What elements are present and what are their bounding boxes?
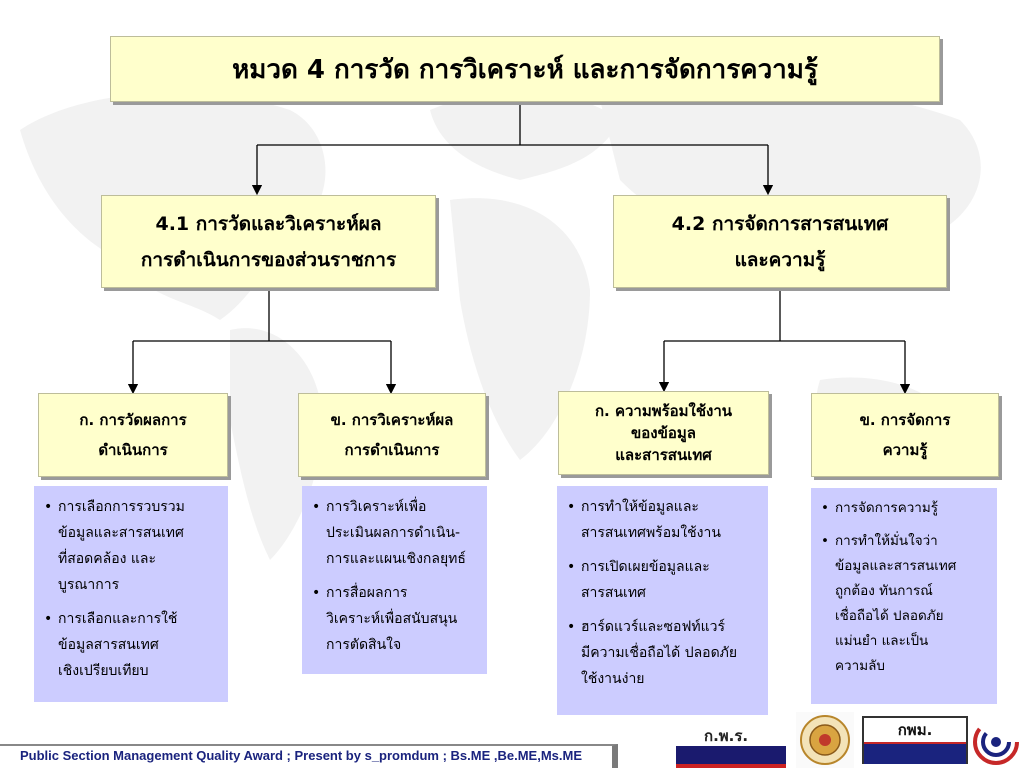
node-4-1-kha: ข. การวิเคราะห์ผล การดำเนินการ (298, 393, 486, 477)
kpr-logo-bar (676, 746, 786, 764)
kpr-logo-stripe (676, 764, 786, 768)
detail-item: การจัดการความรู้ (821, 496, 987, 521)
node-4-1-line-2: การดำเนินการของส่วนราชการ (140, 248, 397, 271)
kpb-logo-bar (864, 742, 966, 764)
detail-item: การเลือกและการใช้ ข้อมูลสารสนเทศ เชิงเปร… (44, 606, 218, 684)
kpb-logo: กพม. (862, 716, 968, 764)
node-4-1-line-1: 4.1 การวัดและวิเคราะห์ผล (155, 212, 382, 235)
detail-item: การทำให้ข้อมูลและ สารสนเทศพร้อมใช้งาน (567, 494, 758, 546)
title-text: หมวด 4 การวัด การวิเคราะห์ และการจัดการค… (232, 54, 818, 85)
detail-item: การสื่อผลการ วิเคราะห์เพื่อสนับสนุน การต… (312, 580, 477, 658)
node-4-2-ka: ก. ความพร้อมใช้งาน ของข้อมูล และสารสนเทศ (558, 391, 769, 475)
detail-box-4-2-kha: การจัดการความรู้ การทำให้มั่นใจว่า ข้อมู… (811, 488, 997, 704)
node-4-2-ka-line-1: ก. ความพร้อมใช้งาน (594, 402, 733, 420)
detail-item: ฮาร์ดแวร์และซอฟท์แวร์ มีความเชื่อถือได้ … (567, 614, 758, 692)
node-4-2-line-2: และความรู้ (734, 248, 826, 271)
kpb-logo-text: กพม. (897, 721, 933, 739)
detail-box-4-1-ka: การเลือกการรวบรวม ข้อมูลและสารสนเทศ ที่ส… (34, 486, 228, 702)
detail-box-4-1-kha: การวิเคราะห์เพื่อ ประเมินผลการดำเนิน- กา… (302, 486, 487, 674)
department-seal-icon (796, 712, 854, 768)
node-4-2-ka-line-3: และสารสนเทศ (615, 446, 712, 464)
node-4-1-ka: ก. การวัดผลการ ดำเนินการ (38, 393, 228, 477)
footer-credit: Public Section Management Quality Award … (0, 744, 618, 768)
detail-item: การเลือกการรวบรวม ข้อมูลและสารสนเทศ ที่ส… (44, 494, 218, 598)
detail-item: การเปิดเผยข้อมูลและ สารสนเทศ (567, 554, 758, 606)
node-4-2-line-1: 4.2 การจัดการสารสนเทศ (671, 212, 889, 235)
node-4-2-kha-line-1: ข. การจัดการ (859, 411, 951, 429)
detail-item: การวิเคราะห์เพื่อ ประเมินผลการดำเนิน- กา… (312, 494, 477, 572)
node-4-1-kha-line-1: ข. การวิเคราะห์ผล (330, 411, 454, 429)
node-4-1: 4.1 การวัดและวิเคราะห์ผล การดำเนินการของ… (101, 195, 436, 288)
node-4-2-ka-line-2: ของข้อมูล (631, 424, 696, 442)
node-4-2-kha-line-2: ความรู้ (882, 441, 928, 459)
detail-box-4-2-ka: การทำให้ข้อมูลและ สารสนเทศพร้อมใช้งาน กา… (557, 486, 768, 715)
node-4-1-ka-line-2: ดำเนินการ (98, 441, 168, 459)
detail-item: การทำให้มั่นใจว่า ข้อมูลและสารสนเทศ ถูกต… (821, 529, 987, 679)
node-4-1-kha-line-2: การดำเนินการ (344, 441, 440, 459)
kpr-logo-text: ก.พ.ร. (704, 727, 749, 745)
swirl-logo-icon (973, 719, 1019, 765)
node-4-2: 4.2 การจัดการสารสนเทศ และความรู้ (613, 195, 947, 288)
node-4-1-ka-line-1: ก. การวัดผลการ (79, 411, 187, 429)
diagram-title: หมวด 4 การวัด การวิเคราะห์ และการจัดการค… (110, 36, 940, 102)
node-4-2-kha: ข. การจัดการ ความรู้ (811, 393, 999, 477)
kpr-logo: ก.พ.ร. (676, 724, 786, 768)
